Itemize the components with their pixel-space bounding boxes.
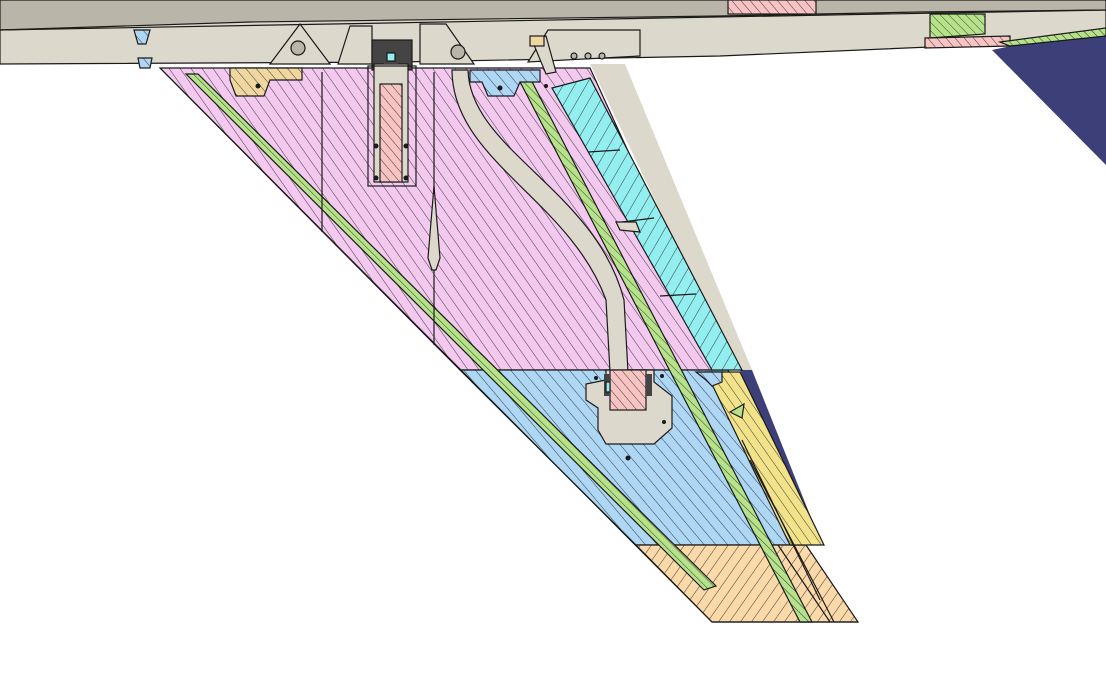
- bolt-marker-1: [255, 83, 261, 89]
- top-right-salmon-part: [924, 35, 1011, 49]
- cyan-clip: [615, 221, 641, 233]
- fuselage-seam: [0, 9, 1106, 31]
- spar-thin-line-a: [749, 459, 835, 623]
- tapered-spike: [427, 185, 441, 271]
- actuator-assembly: [367, 39, 417, 187]
- tip-divider: [777, 544, 831, 623]
- top-blue-clip: [469, 69, 541, 97]
- top-right-green-part: [929, 13, 986, 39]
- cyan-joint-2: [621, 217, 655, 223]
- shadow-surface-right: [992, 26, 1106, 165]
- mount-lug-left: [229, 67, 303, 97]
- top-salmon-block: [727, 0, 817, 15]
- surface-section-orange: [634, 544, 860, 623]
- hinge-bracket-left: [268, 23, 332, 65]
- yellow-triangle-marker: [728, 402, 745, 419]
- bolt-marker-3: [544, 84, 548, 88]
- cyan-joint-3: [659, 293, 697, 297]
- cyan-joint-1: [587, 149, 621, 153]
- spar-strip-long: [184, 73, 718, 591]
- curved-tube: [451, 69, 629, 373]
- top-blue-clip-small-2: [137, 57, 153, 69]
- top-pin-cap: [529, 35, 545, 47]
- surface-outline: [159, 67, 858, 623]
- backing-surface: [590, 64, 752, 370]
- hinge-bracket-center: [337, 23, 476, 65]
- top-blue-clip-small: [133, 29, 151, 45]
- spar-thin-line-b: [741, 439, 821, 601]
- boundary-clip: [694, 371, 723, 387]
- lower-fitting: [585, 369, 673, 461]
- top-right-green-strip: [997, 27, 1106, 47]
- bolt-marker-2: [497, 85, 503, 91]
